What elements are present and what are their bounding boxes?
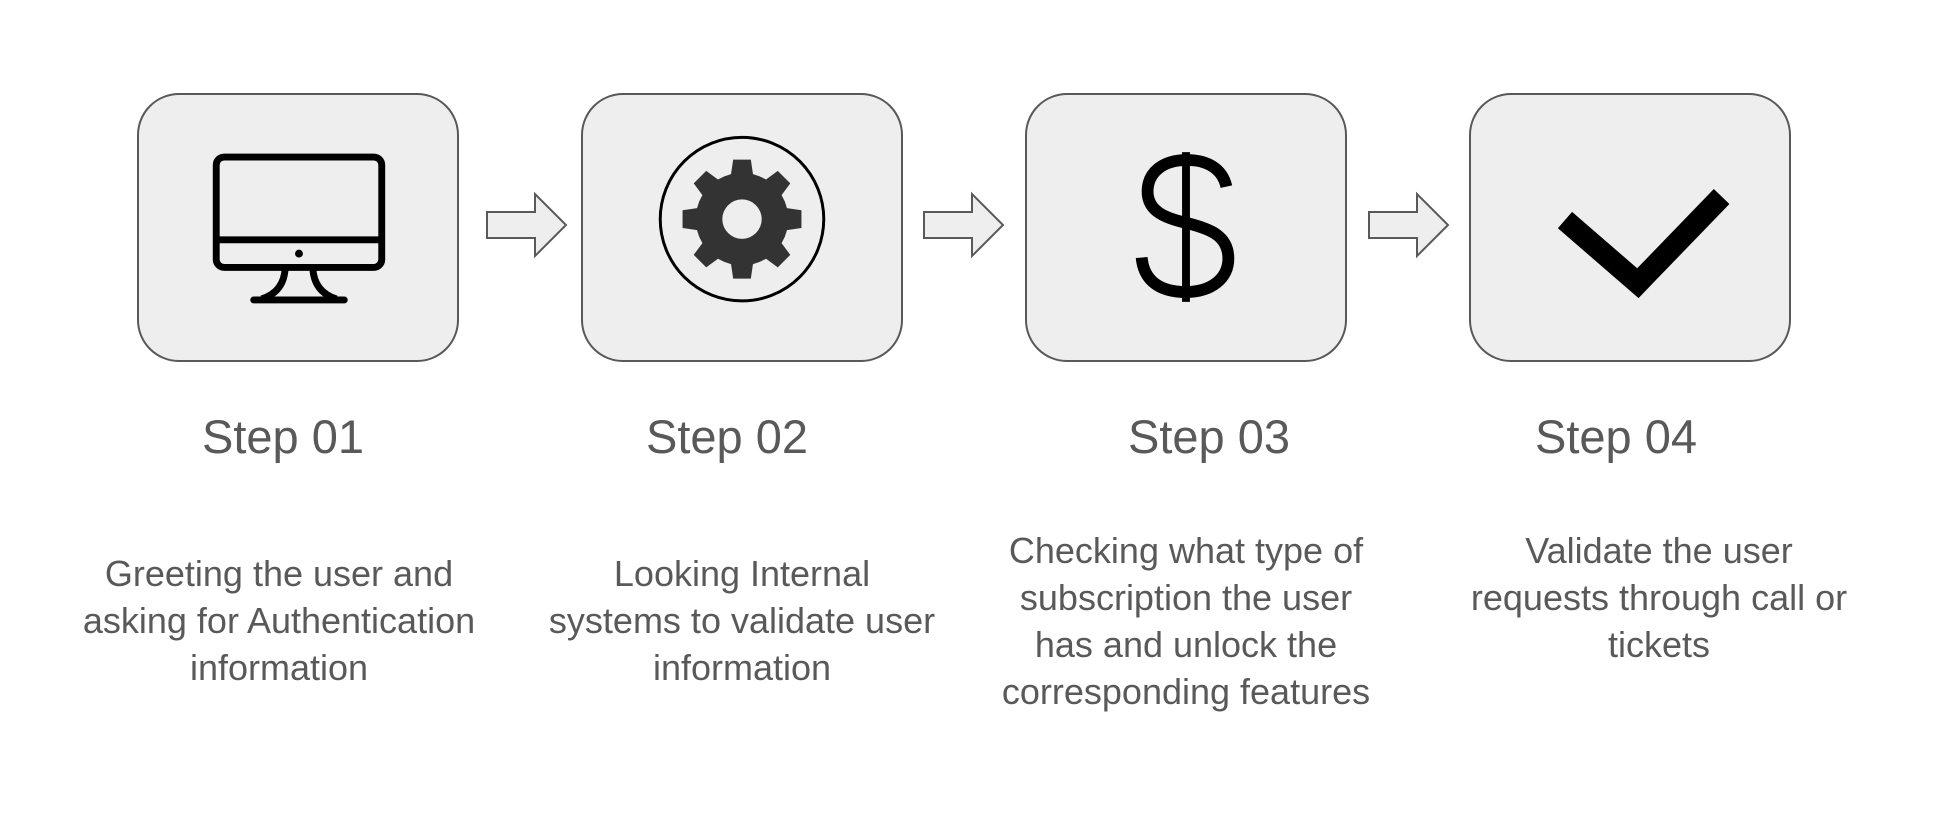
step-01-title: Step 01 bbox=[201, 410, 365, 463]
description-line: tickets bbox=[1607, 624, 1711, 665]
dollar-icon bbox=[1135, 152, 1235, 302]
description-line: corresponding features bbox=[1001, 671, 1371, 712]
right-arrow-icon bbox=[1368, 191, 1450, 259]
right-arrow-icon bbox=[486, 191, 568, 259]
description-line: Validate the user bbox=[1525, 530, 1793, 571]
monitor-icon bbox=[212, 153, 386, 304]
step-01-description: Greeting the user and asking for Authent… bbox=[49, 550, 509, 691]
step-03-title: Step 03 bbox=[1127, 410, 1291, 463]
description-line: information bbox=[652, 647, 832, 688]
step-02-description: Looking Internal systems to validate use… bbox=[512, 550, 972, 691]
step-02-box bbox=[581, 93, 903, 362]
step-02-title: Step 02 bbox=[645, 410, 809, 463]
checkmark-icon bbox=[1557, 188, 1730, 299]
description-line: Looking Internal bbox=[613, 553, 871, 594]
description-line: systems to validate user bbox=[548, 600, 936, 641]
gear-hole bbox=[722, 199, 762, 239]
description-line: information bbox=[189, 647, 369, 688]
description-line: subscription the user bbox=[1019, 577, 1353, 618]
step-04-description: Validate the user requests through call … bbox=[1429, 527, 1889, 668]
description-line: requests through call or bbox=[1470, 577, 1848, 618]
step-01-box bbox=[137, 93, 459, 362]
step-04-title: Step 04 bbox=[1534, 410, 1698, 463]
description-line: asking for Authentication bbox=[82, 600, 476, 641]
step-03-box bbox=[1025, 93, 1347, 362]
description-line: Greeting the user and bbox=[104, 553, 454, 594]
step-04-box bbox=[1469, 93, 1791, 362]
description-line: Checking what type of bbox=[1008, 530, 1364, 571]
step-03-description: Checking what type of subscription the u… bbox=[956, 527, 1416, 715]
description-line: has and unlock the bbox=[1034, 624, 1338, 665]
gear-icon bbox=[658, 135, 826, 303]
right-arrow-icon bbox=[923, 191, 1005, 259]
